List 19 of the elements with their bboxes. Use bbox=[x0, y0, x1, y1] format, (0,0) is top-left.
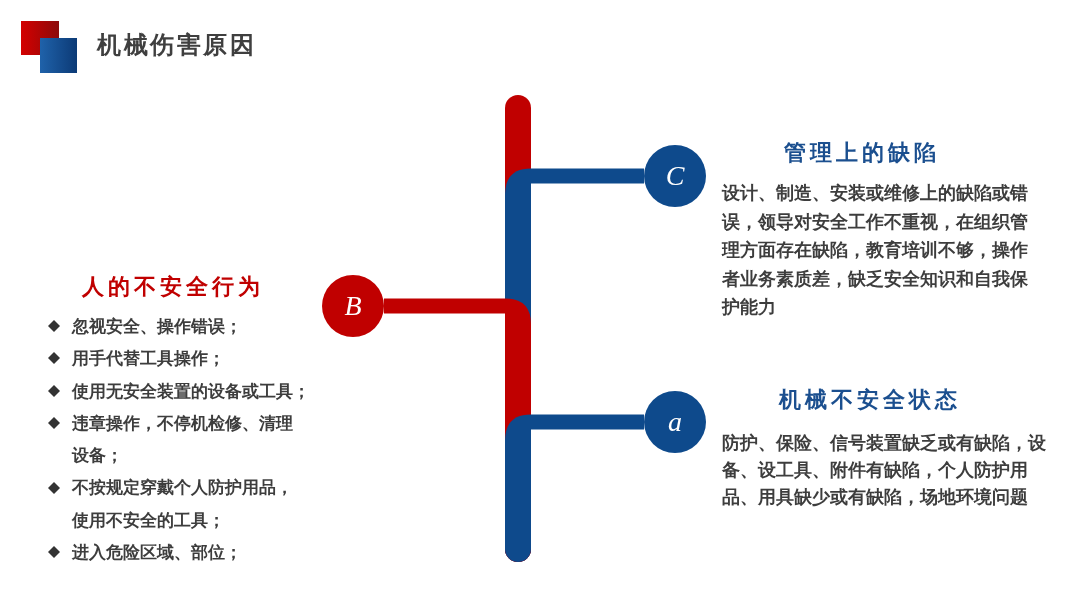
description-text: 设计、制造、安装或维修上的缺陷或错误，领导对安全工作不重视，在组织管理方面存在缺陷，教育培训不够，操作者业务素质差，缺乏安全知识和自我保护能力 bbox=[722, 182, 1029, 319]
letter-circle: a bbox=[644, 391, 706, 453]
description-text: 防护、保险、信号装置缺乏或有缺陷，设备、设工具、附件有缺陷，个人防护用品、用具缺少或有缺陷，场地环境问题 bbox=[722, 431, 1047, 509]
list-item: 使用无安全装置的设备或工具； bbox=[72, 379, 310, 403]
branch-line bbox=[531, 414, 644, 430]
section-heading: 管理上的缺陷 bbox=[784, 139, 940, 167]
list-item: 进入危险区域、部位； bbox=[72, 541, 242, 565]
trunk-bar bbox=[505, 95, 531, 562]
branch-line bbox=[531, 168, 644, 184]
section-heading: 机械不安全状态 bbox=[779, 386, 961, 414]
letter-circle: B bbox=[322, 275, 384, 337]
list-item: 违章操作，不停机检修、清理设备； bbox=[72, 411, 294, 468]
letter-circle: C bbox=[644, 145, 706, 207]
list-item: 忽视安全、操作错误； bbox=[72, 315, 242, 338]
list-item: 不按规定穿戴个人防护用品，使用不安全的工具； bbox=[72, 476, 294, 532]
section-heading: 人的不安全行为 bbox=[82, 273, 264, 301]
page-title: 机械伤害原因 bbox=[97, 30, 256, 60]
branch-line bbox=[384, 298, 505, 314]
list-item: 用手代替工具操作； bbox=[72, 347, 225, 371]
